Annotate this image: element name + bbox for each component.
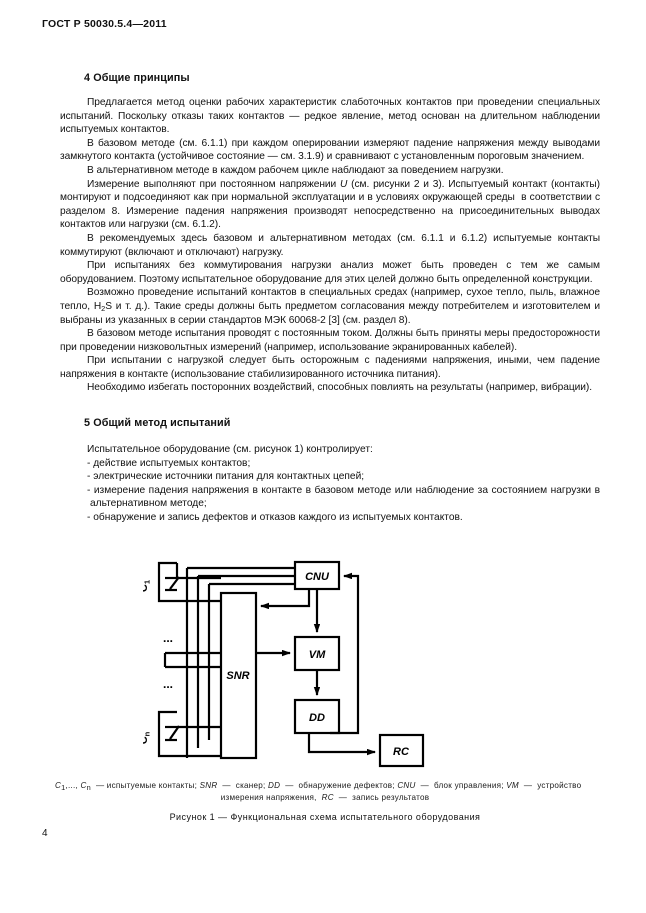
paragraph: Предлагается метод оценки рабочих характ… — [60, 97, 600, 136]
list-item-text: - электрические источники питания для ко… — [87, 471, 365, 483]
paragraph: При испытаниях без коммутирования нагруз… — [60, 260, 600, 285]
arrow-dd-to-rc — [307, 733, 376, 756]
list-item-text: - обнаружение и запись дефектов и отказо… — [87, 512, 463, 524]
contact-cn-bracket — [157, 710, 177, 758]
paragraph: В альтернативном методе в каждом рабочем… — [87, 164, 504, 176]
subscript-2: 2 — [101, 303, 106, 313]
paragraph: В базовом методе испытания проводят с по… — [60, 328, 600, 353]
paragraph-special-environments: Возможно проведение испытаний контактов … — [60, 287, 601, 326]
test-equipment-lead: Испытательное оборудование (см. рисунок … — [87, 444, 373, 456]
block-cnu-label: CNU — [305, 571, 330, 583]
arrow-dd-to-cnu-feedback — [330, 572, 360, 735]
figure-legend-line-1: C1,..., Cn — испытуемые контакты; SNR — … — [55, 781, 582, 792]
ellipsis-top-icon: ... — [163, 631, 173, 645]
block-dd-rect — [293, 698, 341, 735]
list-item: - обнаружение и запись дефектов и отказо… — [87, 511, 600, 525]
arrow-cnu-to-snr — [260, 589, 311, 610]
figure-caption: Рисунок 1 — Функциональная схема испытат… — [169, 812, 481, 822]
paragraph: В рекомендуемых здесь базовом и альтерна… — [60, 232, 600, 258]
list-item-text: - действие испытуемых контактов; — [87, 457, 251, 469]
figure-legend: C1,..., Cn — испытуемые контакты; SNR — … — [55, 780, 595, 803]
paragraph-voltage-measure: Измерение выполняют при постоянном напря… — [60, 178, 600, 231]
list-item: - электрические источники питания для ко… — [87, 470, 600, 484]
block-snr-label: SNR — [226, 670, 249, 682]
block-rc-label: RC — [393, 746, 410, 758]
running-head: ГОСТ Р 50030.5.4—2011 — [42, 18, 167, 30]
list-item-text: - измерение падения напряжения в контакт… — [87, 484, 600, 510]
paragraph: В базовом методе (см. 6.1.1) при каждом … — [60, 137, 600, 163]
test-equipment-list: - действие испытуемых контактов; - элект… — [60, 457, 600, 525]
figure-legend-line-2: измерения напряжения, RC — запись резуль… — [220, 792, 430, 802]
functional-block-diagram: CNU VM DD RC SNR C1 Cn ... ... — [143, 560, 425, 768]
contact-c1-label: C1 — [143, 580, 152, 592]
symbol-u: U — [340, 178, 348, 190]
figure-1: CNU VM DD RC SNR C1 Cn ... ... — [0, 560, 646, 790]
section-heading-5: 5 Общий метод испытаний — [84, 417, 231, 430]
page-number: 4 — [42, 828, 48, 839]
page-content: 4 Общие принципы Предлагается метод оцен… — [60, 72, 600, 525]
contact-cn-switch-arm — [169, 725, 180, 740]
list-item: - измерение падения напряжения в контакт… — [87, 484, 600, 511]
paragraph: Необходимо избегать посторонних воздейст… — [87, 382, 593, 394]
section-heading-4: 4 Общие принципы — [84, 72, 190, 84]
block-vm-label: VM — [309, 649, 326, 661]
block-snr-rect — [219, 591, 258, 760]
block-dd-label: DD — [309, 712, 325, 724]
ellipsis-bottom-icon: ... — [163, 677, 173, 691]
contact-c1-bracket — [157, 561, 177, 603]
contact-cn-label: Cn — [143, 731, 152, 744]
list-item: - действие испытуемых контактов; — [87, 457, 600, 471]
paragraph: При испытании с нагрузкой следует быть о… — [60, 355, 600, 380]
block-rc-rect — [378, 733, 425, 768]
